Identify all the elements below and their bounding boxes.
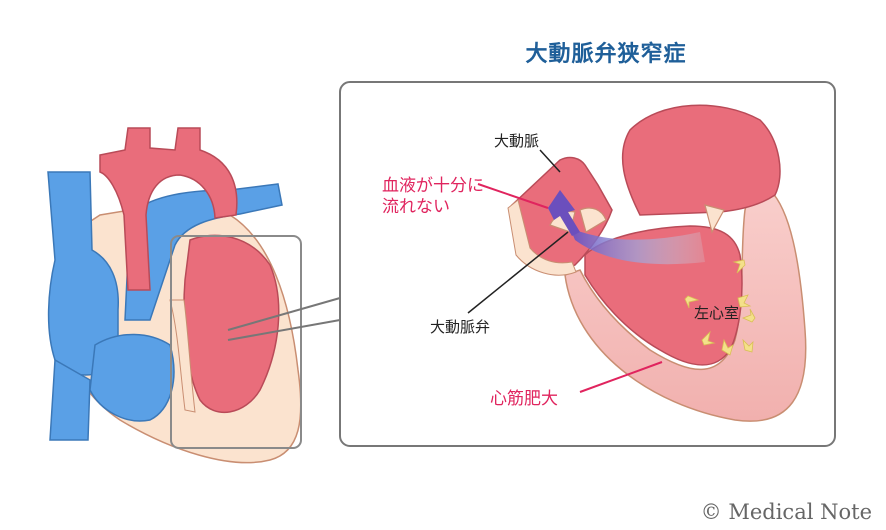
pressure-arrow-icon <box>721 338 734 356</box>
zoom-line-top <box>227 297 341 331</box>
leader-aorta <box>539 149 561 173</box>
pressure-arrow-icon <box>741 308 756 323</box>
pressure-arrow-icon <box>742 338 754 353</box>
leader-blood-flow <box>477 183 549 209</box>
leader-hypertrophy <box>579 361 663 393</box>
label-aorta: 大動脈 <box>494 132 540 150</box>
flow-arrow-icon <box>548 190 580 236</box>
label-blood-flow-line2: 流れない <box>382 197 450 217</box>
mitral-valve <box>704 204 725 234</box>
zoom-line-bottom <box>227 319 341 341</box>
zoom-frame <box>170 235 302 449</box>
label-aortic-valve: 大動脈弁 <box>430 318 491 336</box>
full-heart <box>47 127 302 464</box>
pressure-arrow-icon <box>684 295 700 309</box>
pulmonary-artery <box>124 183 283 321</box>
aortic-valve-leaflet-right <box>579 207 607 233</box>
pressure-arrow-icon <box>732 259 746 274</box>
label-hypertrophy: 心筋肥大 <box>490 389 558 409</box>
vena-cava <box>47 171 119 376</box>
left-atrium <box>621 104 781 216</box>
pressure-arrow-icon <box>737 294 752 308</box>
copyright-notice: © Medical Note <box>700 500 872 524</box>
page-title: 大動脈弁狭窄症 <box>525 42 687 67</box>
aortic-arch <box>99 127 238 291</box>
label-blood-flow: 血液が十分に 流れない <box>382 176 484 218</box>
right-ventricle <box>89 333 175 422</box>
pressure-arrows <box>684 259 756 356</box>
aorta-rim <box>507 199 577 276</box>
label-left-ventricle: 左心室 <box>694 304 740 322</box>
pressure-arrow-icon <box>701 330 716 346</box>
leader-valve <box>467 231 569 314</box>
label-blood-flow-line1: 血液が十分に <box>382 176 484 196</box>
inferior-vein <box>49 358 91 441</box>
septum <box>169 299 196 413</box>
blood-flow-stream <box>570 228 705 265</box>
